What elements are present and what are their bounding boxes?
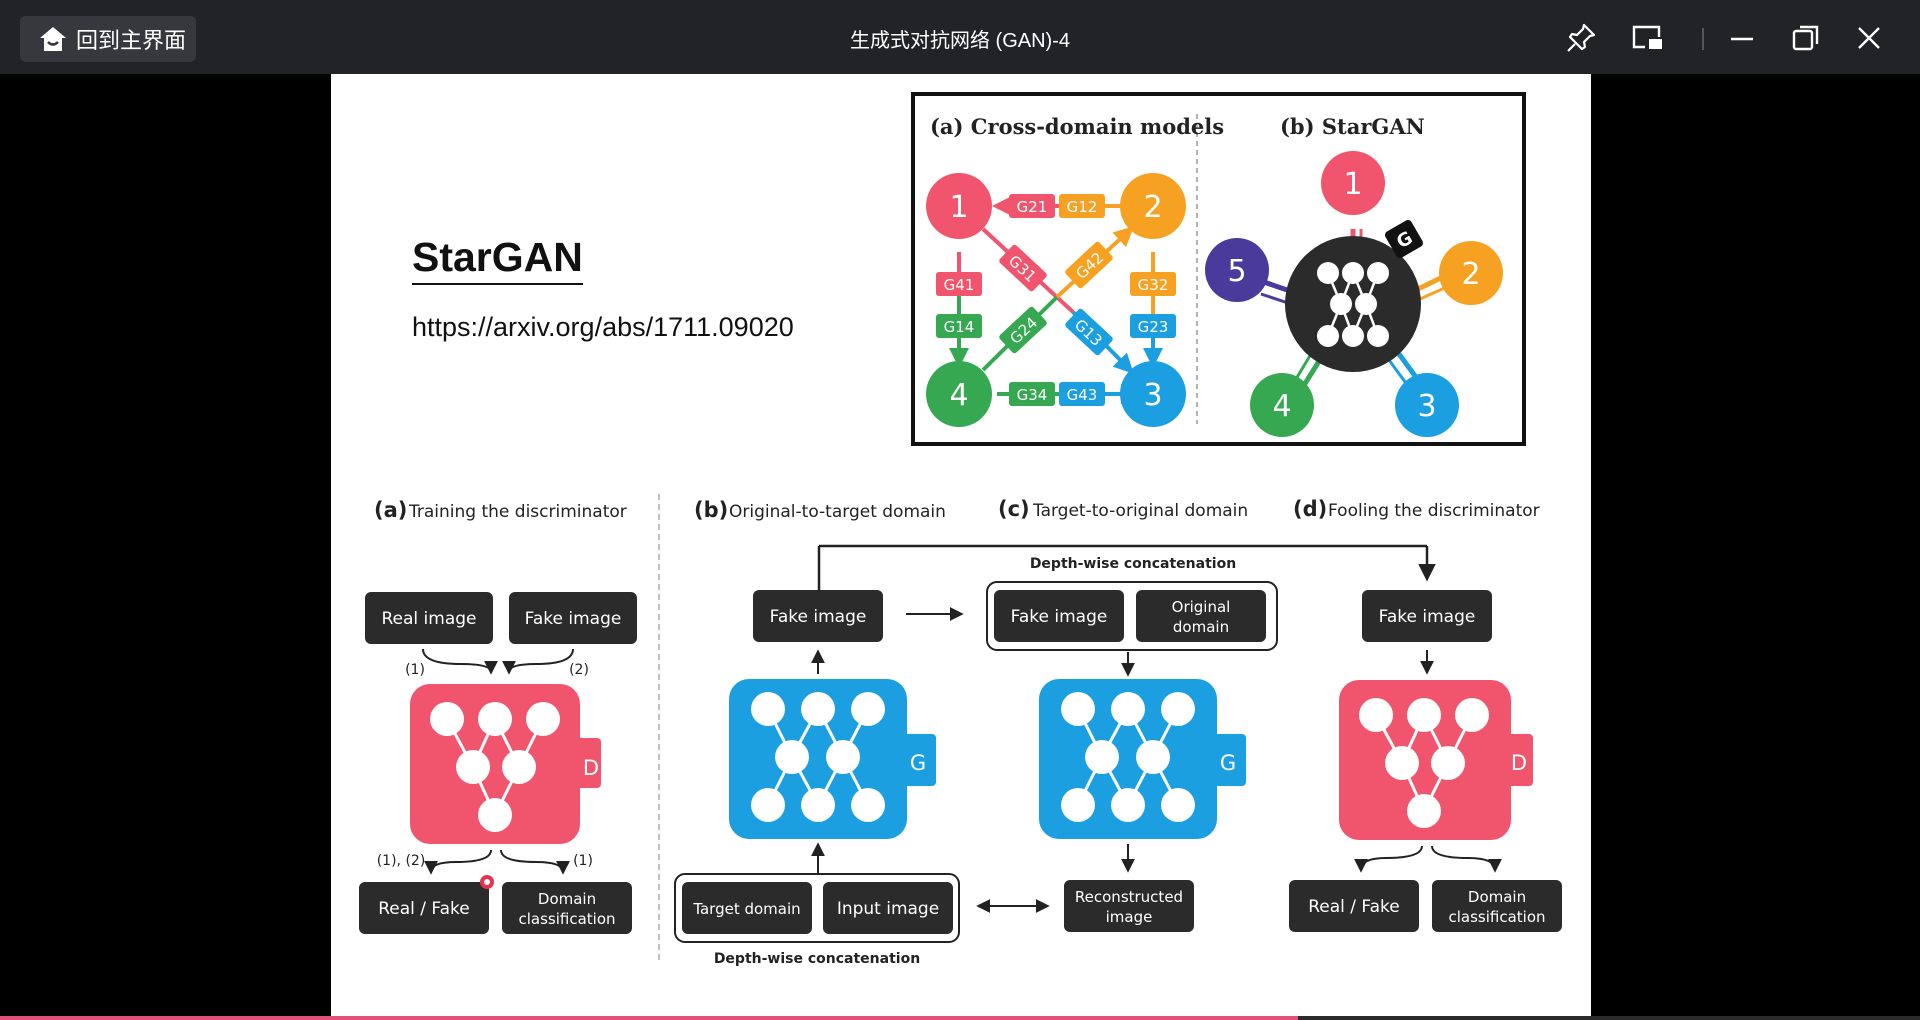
a-domain-classification-1: Domain — [538, 890, 596, 908]
stargan-training-figure: (a) Training the discriminator (b) Origi… — [359, 494, 1562, 967]
home-button-label: 回到主界面 — [76, 28, 187, 53]
caption-c: Target-to-original domain — [1032, 501, 1248, 521]
panel-b-title: (b) StarGAN — [1280, 114, 1425, 139]
b-generator-label: G — [910, 751, 926, 775]
c-depthwise-concat: Depth-wise concatenation — [1030, 556, 1236, 572]
a-domain-classification-2: classification — [518, 910, 615, 928]
home-button[interactable]: 回到主界面 — [20, 16, 196, 62]
a-fake-image: Fake image — [525, 609, 622, 629]
a-discriminator-label: D — [583, 756, 599, 780]
caption-b-label: (b) — [694, 498, 728, 522]
home-icon — [40, 27, 66, 51]
stargan-star: G 1 2 3 4 5 — [1205, 151, 1503, 437]
edge-label-g43: G43 — [1067, 386, 1098, 404]
a-step-1-bottom: (1) — [573, 853, 593, 869]
panel-a-title: (a) Cross-domain models — [930, 114, 1224, 139]
star-node-5: 5 — [1227, 254, 1246, 289]
star-node-4: 4 — [1272, 389, 1291, 424]
d-domain-classification-2: classification — [1448, 908, 1545, 926]
c-original-domain-1: Original — [1172, 598, 1231, 616]
minimize-button[interactable] — [1724, 20, 1760, 56]
close-icon — [1858, 27, 1880, 49]
caption-b: Original-to-target domain — [729, 502, 946, 522]
restore-icon — [1792, 25, 1819, 51]
a-steps-1-2: (1), (2) — [377, 853, 426, 869]
caption-a-label: (a) — [374, 498, 407, 522]
b-depthwise-concat: Depth-wise concatenation — [714, 951, 920, 967]
node-3: 3 — [1143, 378, 1162, 413]
slide: StarGAN https://arxiv.org/abs/1711.09020… — [331, 74, 1591, 1018]
d-discriminator-label: D — [1511, 751, 1527, 775]
a-step-2: (2) — [569, 662, 589, 678]
window-title: 生成式对抗网络 (GAN)-4 — [850, 30, 1070, 52]
edge-label-g34: G34 — [1017, 386, 1048, 404]
caption-a: Training the discriminator — [408, 502, 627, 522]
node-1: 1 — [949, 190, 968, 225]
c-fake-image: Fake image — [1011, 607, 1108, 627]
a-real-image: Real image — [381, 609, 476, 629]
restore-button[interactable] — [1788, 20, 1824, 56]
title-bar: 回到主界面 生成式对抗网络 (GAN)-4 — [0, 0, 1920, 74]
edge-label-g41: G41 — [944, 276, 975, 294]
caption-d: Fooling the discriminator — [1328, 501, 1540, 521]
cross-domain-figure: (a) Cross-domain models (b) StarGAN G21 … — [911, 92, 1526, 446]
slide-figures: (a) Cross-domain models (b) StarGAN G21 … — [359, 92, 1562, 967]
c-original-domain-2: domain — [1173, 618, 1229, 636]
node-4: 4 — [949, 378, 968, 413]
edge-label-g14: G14 — [944, 318, 975, 336]
minimize-icon — [1731, 37, 1753, 41]
b-input-image: Input image — [837, 899, 939, 919]
slide-url: https://arxiv.org/abs/1711.09020 — [412, 312, 794, 342]
slide-title: StarGAN — [412, 234, 583, 285]
d-domain-classification-1: Domain — [1468, 888, 1526, 906]
star-node-3: 3 — [1417, 389, 1436, 424]
b-target-domain: Target domain — [692, 900, 800, 918]
edge-label-g12: G12 — [1067, 198, 1098, 216]
c-generator-label: G — [1220, 751, 1236, 775]
close-button[interactable] — [1851, 20, 1887, 56]
titlebar-divider — [1702, 28, 1704, 50]
a-step-1: (1) — [405, 662, 425, 678]
c-reconstructed-2: image — [1106, 908, 1153, 926]
playback-progress[interactable] — [0, 1016, 1920, 1020]
caption-c-label: (c) — [998, 497, 1030, 521]
picture-in-picture-button[interactable] — [1630, 20, 1666, 56]
edge-label-g32: G32 — [1138, 276, 1169, 294]
c-reconstructed-1: Reconstructed — [1075, 888, 1183, 906]
star-node-2: 2 — [1461, 257, 1480, 292]
star-node-1: 1 — [1343, 167, 1362, 202]
pin-icon — [1567, 23, 1596, 52]
playback-progress-fill — [0, 1016, 1298, 1020]
a-real-fake: Real / Fake — [378, 899, 470, 919]
d-fake-image: Fake image — [1379, 607, 1476, 627]
edge-label-g23: G23 — [1138, 318, 1169, 336]
node-2: 2 — [1143, 190, 1162, 225]
pin-button[interactable] — [1563, 20, 1599, 56]
d-real-fake: Real / Fake — [1308, 897, 1400, 917]
edge-label-g21: G21 — [1017, 198, 1048, 216]
b-fake-image: Fake image — [770, 607, 867, 627]
caption-d-label: (d) — [1293, 497, 1327, 521]
picture-in-picture-icon — [1632, 25, 1662, 49]
